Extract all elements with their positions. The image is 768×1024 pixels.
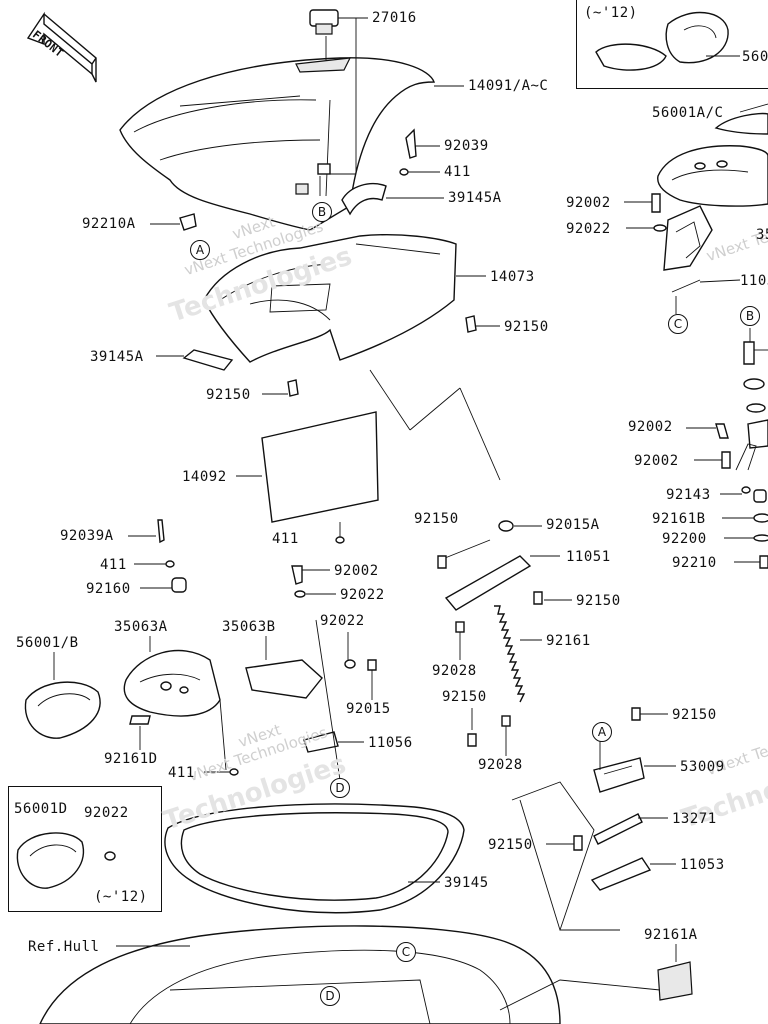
cowl-56001AC-part xyxy=(657,112,768,207)
part-label-92039A: 92039A xyxy=(60,528,114,544)
part-label-35063A: 35063A xyxy=(114,619,168,635)
label-92161A-part xyxy=(657,961,693,1001)
grip-35063A-part xyxy=(123,649,221,717)
part-label-92022: 92022 xyxy=(84,805,129,821)
part-label-11053: 11053 xyxy=(680,857,725,873)
part-label-411: 411 xyxy=(100,557,127,573)
seal-39145-part xyxy=(164,803,465,914)
spring-92161-part xyxy=(494,605,526,703)
part-label-92161D: 92161D xyxy=(104,751,158,767)
part-label-411: 411 xyxy=(168,765,195,781)
part-label-92143: 92143 xyxy=(666,487,711,503)
part-label-35-cut: 35 xyxy=(756,227,768,243)
hull-part xyxy=(39,925,561,1024)
part-label-39145: 39145 xyxy=(444,875,489,891)
handle-53009-part xyxy=(593,757,645,793)
part-label-92150: 92150 xyxy=(206,387,251,403)
part-label-92028: 92028 xyxy=(478,757,523,773)
part-label-27016: 27016 xyxy=(372,10,417,26)
part-label-11051: 11051 xyxy=(566,549,611,565)
callout-A: A xyxy=(592,722,612,742)
callout-D: D xyxy=(320,986,340,1006)
callout-B: B xyxy=(740,306,760,326)
part-label-92150: 92150 xyxy=(672,707,717,723)
callout-A: A xyxy=(190,240,210,260)
ref-hull-label: Ref.Hull xyxy=(28,939,100,955)
part-label-1105-cut: 1105 xyxy=(740,273,768,289)
inset-note: (~'12) xyxy=(584,5,638,21)
part-label-92200: 92200 xyxy=(662,531,707,547)
part-label-92161: 92161 xyxy=(546,633,591,649)
part-label-39145A: 39145A xyxy=(448,190,502,206)
part-label-92161B: 92161B xyxy=(652,511,706,527)
callout-C: C xyxy=(668,314,688,334)
part-label-92002: 92002 xyxy=(628,419,673,435)
seat-part xyxy=(119,57,435,231)
part-label-92015: 92015 xyxy=(346,701,391,717)
bracket-35063B-part xyxy=(245,659,323,699)
part-label-92150: 92150 xyxy=(576,593,621,609)
part-label-56001B: 56001/B xyxy=(16,635,79,651)
part-label-92022: 92022 xyxy=(320,613,365,629)
callout-D: D xyxy=(330,778,350,798)
part-label-14092: 14092 xyxy=(182,469,227,485)
part-label-92028: 92028 xyxy=(432,663,477,679)
part-label-92210A: 92210A xyxy=(82,216,136,232)
part-label-92002: 92002 xyxy=(566,195,611,211)
callout-B: B xyxy=(312,202,332,222)
part-label-411: 411 xyxy=(272,531,299,547)
part-label-92160: 92160 xyxy=(86,581,131,597)
front-arrow-icon xyxy=(26,11,97,83)
inset-note: (~'12) xyxy=(94,889,148,905)
mirror-top-right-part xyxy=(595,11,729,71)
inset-box-bottom-left xyxy=(8,786,162,912)
part-label-92210: 92210 xyxy=(672,555,717,571)
part-label-92015A: 92015A xyxy=(546,517,600,533)
part-label-14091: 14091/A~C xyxy=(468,78,549,94)
part-label-14073: 14073 xyxy=(490,269,535,285)
part-label-92161A: 92161A xyxy=(644,927,698,943)
bracket-11051-part xyxy=(444,555,532,611)
part-label-53009: 53009 xyxy=(680,759,725,775)
part-label-92150: 92150 xyxy=(414,511,459,527)
panel-14092-part xyxy=(261,411,379,523)
part-label-411: 411 xyxy=(444,164,471,180)
part-label-560-cut: 560 xyxy=(742,49,768,65)
part-label-56001AC: 56001A/C xyxy=(652,105,724,121)
part-label-92022: 92022 xyxy=(340,587,385,603)
part-label-92150: 92150 xyxy=(504,319,549,335)
mirror-56001D-part xyxy=(16,832,116,889)
storage-tub-14073-part xyxy=(203,234,457,363)
part-label-92002: 92002 xyxy=(334,563,379,579)
bracket-right-part xyxy=(663,205,713,271)
part-label-35063B: 35063B xyxy=(222,619,276,635)
part-label-39145A: 39145A xyxy=(90,349,144,365)
part-label-56001D: 56001D xyxy=(14,801,68,817)
cap-27016-part xyxy=(309,9,339,35)
part-label-92039: 92039 xyxy=(444,138,489,154)
part-label-92150: 92150 xyxy=(442,689,487,705)
part-label-13271: 13271 xyxy=(672,811,717,827)
mirror-56001B-part xyxy=(24,681,101,739)
callout-C: C xyxy=(396,942,416,962)
part-label-92022: 92022 xyxy=(566,221,611,237)
inset-box-top-right xyxy=(576,0,768,89)
part-label-92002: 92002 xyxy=(634,453,679,469)
part-label-11056: 11056 xyxy=(368,735,413,751)
part-label-92150: 92150 xyxy=(488,837,533,853)
